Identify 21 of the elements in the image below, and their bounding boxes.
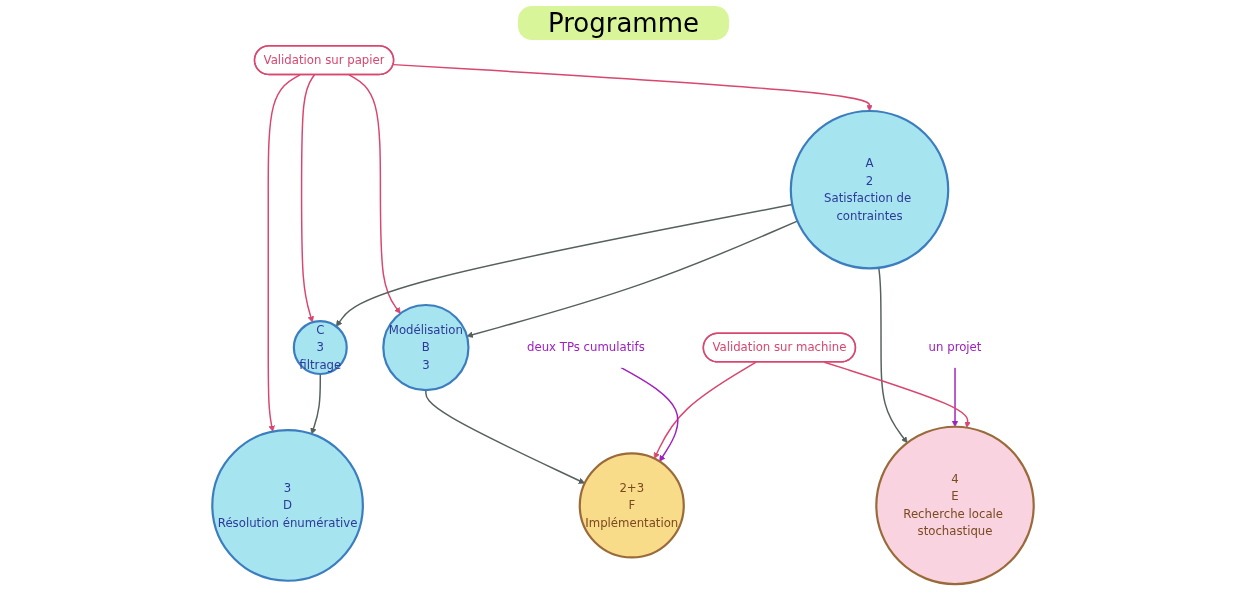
arrow <box>620 366 680 462</box>
arrow <box>310 373 322 435</box>
node-text: deux TPs cumulatifs <box>527 340 646 355</box>
arrow <box>878 267 909 444</box>
node-circle: C 3 filtrage <box>293 320 349 376</box>
arrow <box>336 203 794 327</box>
arrow <box>654 361 758 459</box>
arrow <box>268 74 302 432</box>
node-circle: 3 D Résolution énumérative <box>211 429 365 582</box>
node-circle: 4 E Recherche locale stochastique <box>875 425 1036 586</box>
title: Programme <box>518 6 729 40</box>
node-circle: 2+3 F Implémentation <box>579 452 686 559</box>
arrow <box>824 361 972 428</box>
arrow <box>467 220 799 338</box>
node-text: un projet <box>929 340 982 355</box>
arrow <box>952 366 959 428</box>
arrow <box>348 74 402 314</box>
arrow <box>393 63 874 112</box>
node-circle: Modélisation B 3 <box>382 303 471 392</box>
arrow <box>301 74 316 323</box>
node-circle: A 2 Satisfaction de contraintes <box>790 109 950 270</box>
